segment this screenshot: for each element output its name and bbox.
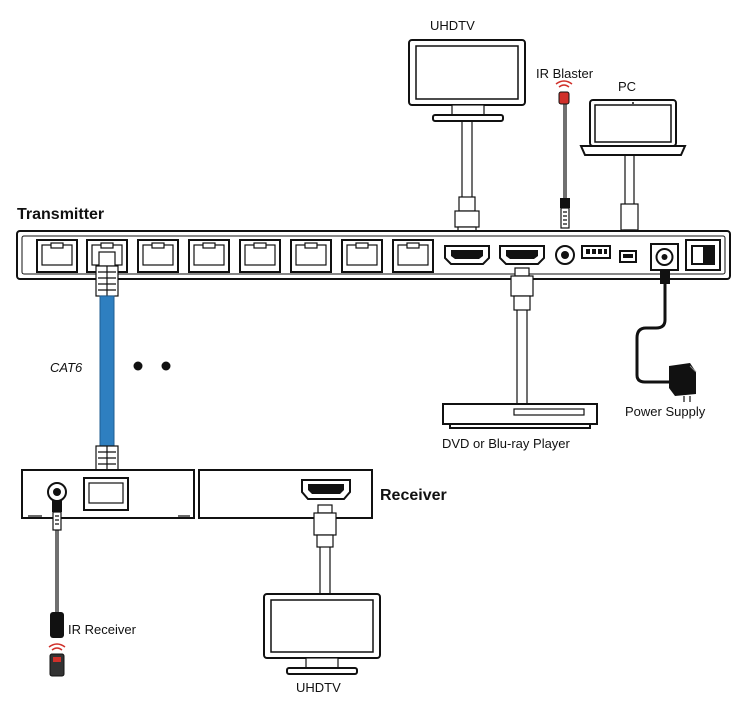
ir-receiver: IR Receiver <box>48 500 137 677</box>
rj45-port <box>392 239 434 273</box>
uhdtv-top-label: UHDTV <box>430 18 475 33</box>
uhdtv-bottom-label: UHDTV <box>296 680 341 695</box>
cat6-label: CAT6 <box>50 360 83 375</box>
ir-signal-icon <box>555 80 573 105</box>
rj45-port <box>290 239 332 273</box>
transmitter: Transmitter <box>16 206 731 280</box>
ir-blaster: IR Blaster <box>536 66 594 229</box>
media-player-icon <box>442 403 598 429</box>
ir-signal-icon <box>48 643 66 677</box>
ir-jack <box>555 245 575 265</box>
more-receivers-dots <box>133 361 171 371</box>
ir-blaster-label: IR Blaster <box>536 66 594 81</box>
usb-port <box>619 250 637 263</box>
receiver: Receiver <box>21 469 447 519</box>
dvd-label: DVD or Blu-ray Player <box>442 436 571 451</box>
cat6-cable <box>95 251 119 487</box>
uhdtv-top: UHDTV <box>408 18 526 238</box>
transmitter-label: Transmitter <box>17 206 104 223</box>
dvd-player: DVD or Blu-ray Player <box>442 267 598 451</box>
power-adapter-icon <box>669 363 697 402</box>
power-switch <box>685 239 721 271</box>
rj45-port <box>239 239 281 273</box>
terminal-port <box>581 245 611 259</box>
dc-jack <box>650 243 679 271</box>
rj45-port <box>36 239 78 273</box>
hdmi-out-port <box>301 479 351 500</box>
rj45-port <box>137 239 179 273</box>
hdmi-in-port <box>499 245 545 265</box>
pc-label: PC <box>618 79 636 94</box>
monitor-icon <box>263 593 381 675</box>
rj45-port <box>341 239 383 273</box>
rj45-port <box>188 239 230 273</box>
monitor-icon <box>408 39 526 122</box>
laptop-icon <box>579 99 687 156</box>
ir-receiver-label: IR Receiver <box>68 622 137 637</box>
hdmi-out-port <box>444 245 490 265</box>
ir-jack <box>47 482 67 502</box>
power-supply: Power Supply <box>625 270 706 419</box>
uhdtv-bottom: UHDTV <box>263 504 381 695</box>
receiver-label: Receiver <box>380 487 447 504</box>
power-supply-label: Power Supply <box>625 404 706 419</box>
pc: PC <box>579 79 687 245</box>
